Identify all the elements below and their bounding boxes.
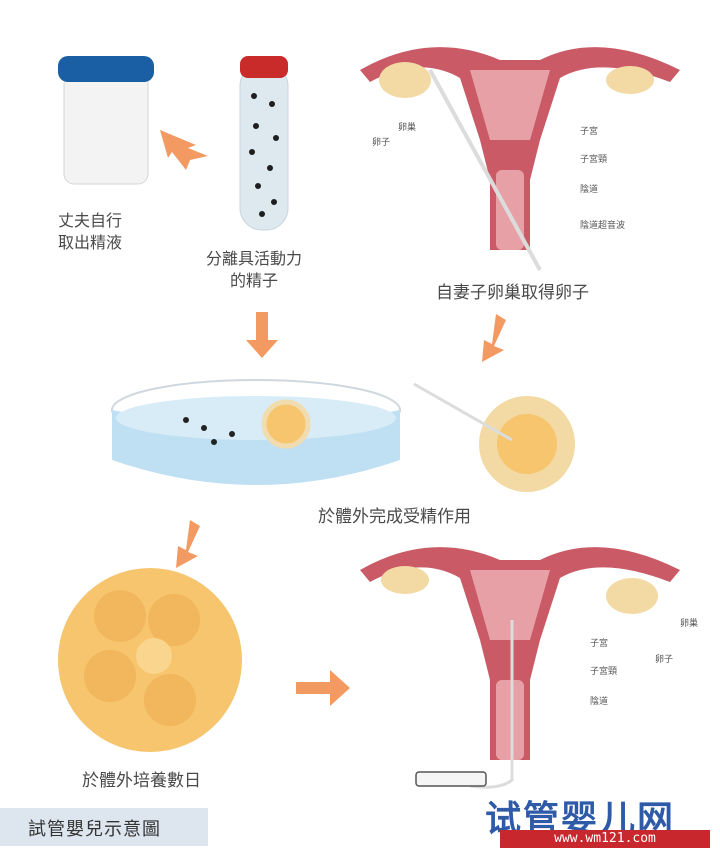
bottom-label-vagina: 陰道 <box>590 697 609 707</box>
label-husband-semen: 丈夫自行 取出精液 <box>58 211 123 252</box>
semen-cup-icon <box>58 56 154 185</box>
top-label-ovary: 卵巢 <box>398 123 417 133</box>
top-label-egg: 卵子 <box>372 138 391 148</box>
egg-injection-illustration <box>413 382 575 492</box>
footer-banner <box>0 808 208 846</box>
embryo-illustration <box>58 568 242 752</box>
arrow-right-1 <box>160 130 208 170</box>
uterus-top-illustration <box>360 47 680 271</box>
label-fertilization: 於體外完成受精作用 <box>318 507 471 527</box>
sperm-tube-icon <box>239 56 289 231</box>
top-label-ultrasound: 陰道超音波 <box>580 221 626 231</box>
arrow-down-1 <box>246 312 278 358</box>
top-label-cervix: 子宮頸 <box>580 155 608 165</box>
label-wife-eggs: 自妻子卵巢取得卵子 <box>436 283 589 303</box>
label-separate-sperm: 分離具活動力 的精子 <box>206 249 303 290</box>
bottom-label-cervix: 子宮頸 <box>590 667 618 677</box>
arrow-down-2 <box>482 314 506 362</box>
footer-title: 試管嬰兒示意圖 <box>28 819 161 840</box>
bottom-label-uterus: 子宮 <box>590 639 609 649</box>
bottom-label-egg: 卵子 <box>655 655 674 665</box>
arrow-down-3 <box>176 520 200 568</box>
label-culture-days: 於體外培養數日 <box>82 771 201 791</box>
arrow-right-2 <box>296 670 350 706</box>
watermark-url: www.wm121.com <box>500 830 710 848</box>
petri-dish-illustration <box>111 379 401 485</box>
bottom-label-ovary: 卵巢 <box>680 619 699 629</box>
top-label-vagina: 陰道 <box>580 185 599 195</box>
top-label-uterus: 子宮 <box>580 127 599 137</box>
uterus-bottom-illustration <box>360 547 680 789</box>
